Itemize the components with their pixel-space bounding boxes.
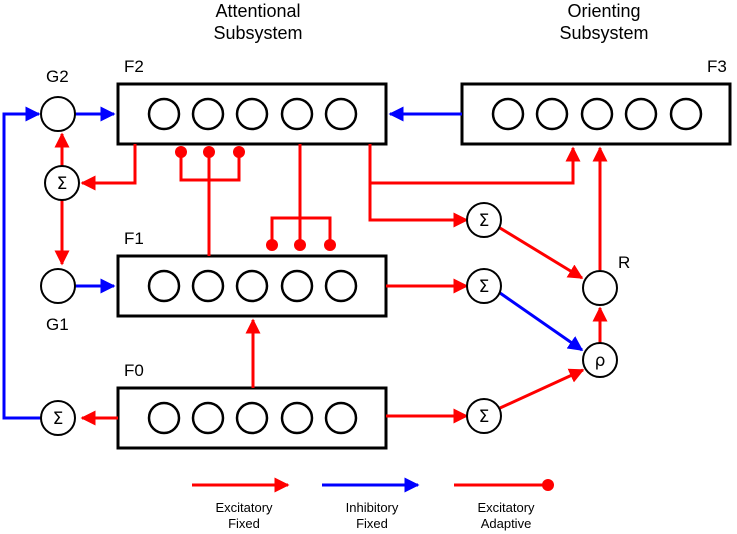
sigma-symbol-f0-left: Σ xyxy=(53,409,64,429)
f0-label: F0 xyxy=(124,361,144,380)
legend-excitatory-adaptive-line2: Adaptive xyxy=(481,516,532,531)
attentional-title-line1: Attentional xyxy=(215,1,300,21)
orienting-title-line1: Orienting xyxy=(567,1,640,21)
connections xyxy=(2,106,608,426)
attentional-title-line2: Subsystem xyxy=(213,23,302,43)
layer-f2 xyxy=(116,82,388,146)
legend-inhibitory-fixed-line2: Fixed xyxy=(356,516,388,531)
r-node xyxy=(582,270,618,306)
legend-excitatory-fixed-line2: Fixed xyxy=(228,516,260,531)
orienting-title-line2: Subsystem xyxy=(559,23,648,43)
legend-excitatory-adaptive-line1: Excitatory xyxy=(477,500,535,515)
g2-node xyxy=(40,96,76,132)
rho-node xyxy=(582,342,618,378)
rho-symbol: ρ xyxy=(595,351,606,371)
sigma-node-f0-left xyxy=(40,400,76,436)
sigma-symbol-f0-right: Σ xyxy=(479,407,490,427)
g1-node xyxy=(40,268,76,304)
layer-f0 xyxy=(116,386,388,450)
f3-label: F3 xyxy=(707,57,727,76)
sigma-node-gain xyxy=(44,165,80,201)
legend-inhibitory-fixed-line1: Inhibitory xyxy=(346,500,399,515)
layer-f3 xyxy=(460,82,732,146)
r-label: R xyxy=(618,253,630,272)
f2-label: F2 xyxy=(124,57,144,76)
sigma-symbol-f1-right: Σ xyxy=(479,277,490,297)
sigma-node-f0-right xyxy=(466,398,502,434)
layer-f1 xyxy=(116,254,388,318)
sigma-symbol-gain: Σ xyxy=(57,174,68,194)
sigma-node-f1-right xyxy=(466,268,502,304)
f1-label: F1 xyxy=(124,229,144,248)
sigma-symbol-f2-right: Σ xyxy=(479,211,490,231)
legend-excitatory-fixed-line1: Excitatory xyxy=(215,500,273,515)
sigma-node-f2-right xyxy=(466,202,502,238)
g1-label: G1 xyxy=(46,315,69,334)
g2-label: G2 xyxy=(46,67,69,86)
legend-excitatory-adaptive-dot xyxy=(542,479,554,491)
legend: Excitatory Fixed Inhibitory Fixed Excita… xyxy=(192,477,554,531)
